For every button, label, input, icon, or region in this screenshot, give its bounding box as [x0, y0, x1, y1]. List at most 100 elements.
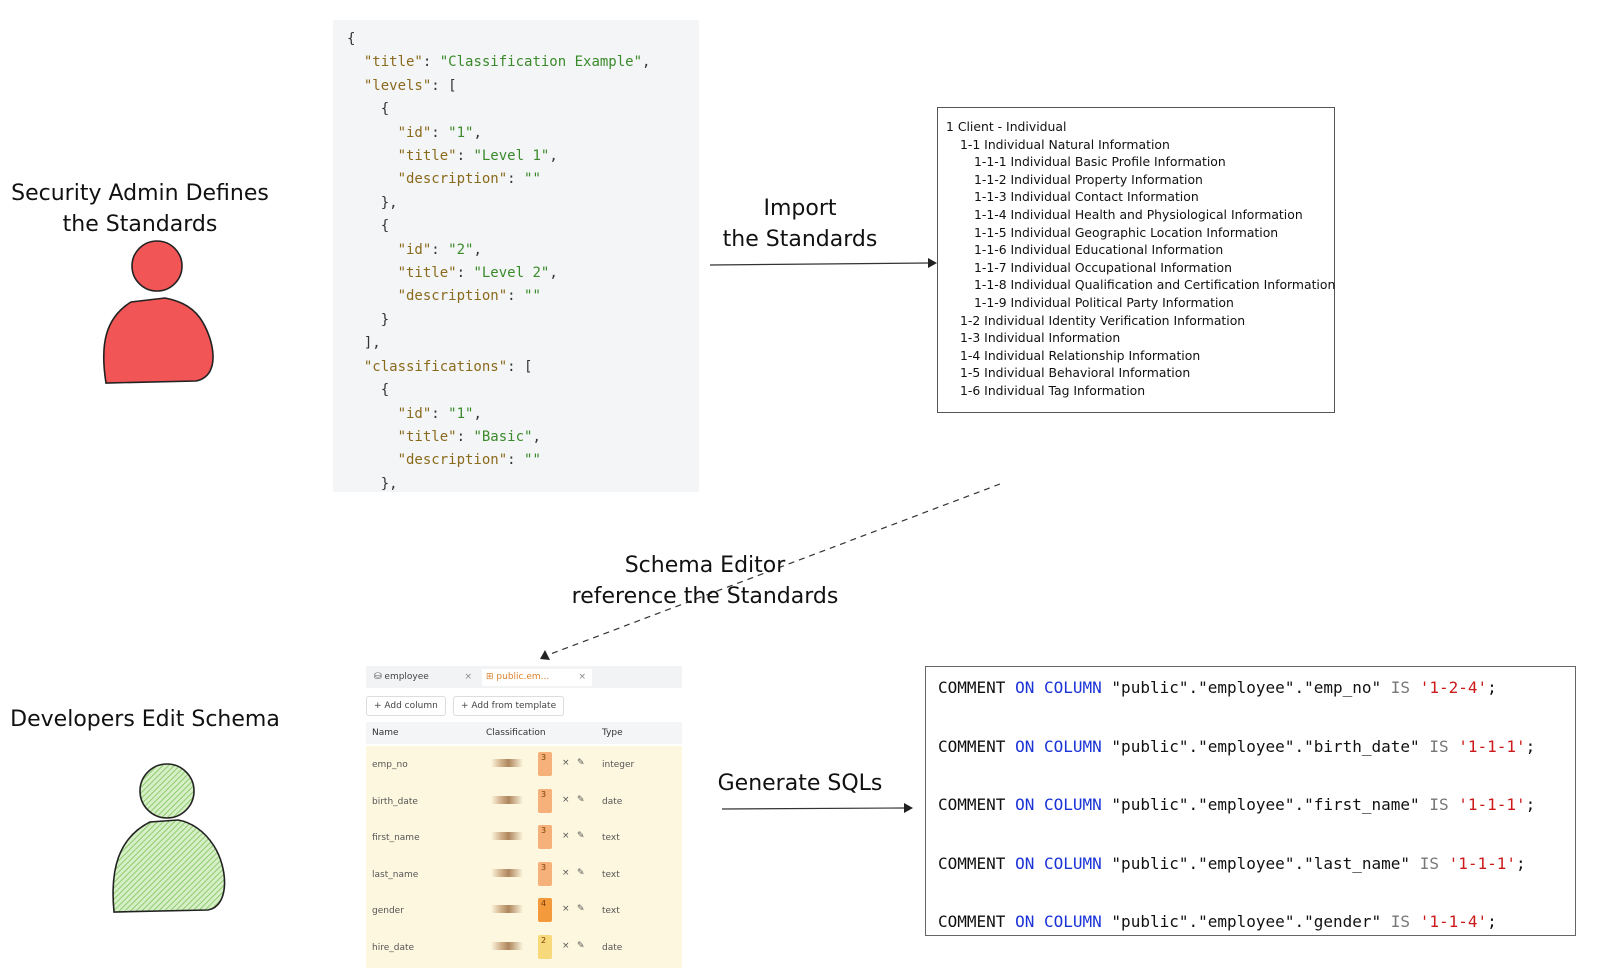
add-from-template-button[interactable]: + Add from template — [453, 696, 565, 716]
column-name: last_name — [372, 869, 419, 880]
admin-person-icon — [103, 240, 214, 384]
sql-output: COMMENT ON COLUMN "public"."employee"."e… — [925, 666, 1576, 936]
clear-icon[interactable]: × — [562, 831, 570, 842]
table-header: Name Classification Type — [366, 722, 682, 744]
level-badge: 2 — [538, 935, 552, 959]
clear-icon[interactable]: × — [562, 904, 570, 915]
sql-identifier: "public"."employee"."first_name" — [1111, 795, 1420, 814]
tree-item: 1-5 Individual Behavioral Information — [960, 365, 1191, 381]
tree-item: 1-1-4 Individual Health and Physiologica… — [974, 206, 1303, 222]
schema-label-line-1: Schema Editor — [624, 553, 786, 578]
column-type: date — [602, 943, 623, 953]
code-description-key: "description" — [397, 171, 508, 188]
column-type: date — [602, 796, 623, 807]
classification-value[interactable] — [491, 832, 523, 841]
schema-editor-label: Schema Editor reference the Standards — [560, 550, 850, 612]
tab-employee[interactable]: ⛁ employee × — [370, 669, 478, 686]
sql-statement: COMMENT ON COLUMN "public"."employee"."e… — [938, 673, 1575, 732]
code-levels-key: "levels" — [363, 77, 432, 94]
generate-label: Generate SQLs — [717, 771, 883, 796]
close-icon[interactable]: × — [464, 672, 472, 682]
code-id-key: "id" — [397, 124, 432, 141]
pencil-icon[interactable]: ✎ — [577, 867, 585, 878]
table-row[interactable]: birth_date 3 × ✎ date — [366, 783, 682, 820]
clear-icon[interactable]: × — [562, 794, 570, 805]
classification-value[interactable] — [491, 795, 523, 804]
pencil-icon[interactable]: ✎ — [577, 758, 585, 768]
code-id-key: "id" — [397, 405, 432, 422]
import-arrow — [709, 258, 937, 268]
close-icon[interactable]: × — [578, 672, 586, 682]
column-type: integer — [602, 760, 635, 770]
column-name: birth_date — [372, 796, 418, 807]
classification-value[interactable] — [491, 759, 523, 767]
sql-on-column-keyword: ON COLUMN — [1015, 795, 1102, 814]
pencil-icon[interactable]: ✎ — [577, 904, 585, 915]
sql-terminator: ; — [1487, 678, 1497, 697]
tree-item: 1-1-7 Individual Occupational Informatio… — [974, 259, 1232, 275]
table-row[interactable]: emp_no 3 × ✎ integer — [366, 746, 682, 783]
pencil-icon[interactable]: ✎ — [577, 941, 585, 951]
code-level2-id: "2" — [448, 241, 474, 258]
import-label-line-1: Import — [763, 196, 837, 221]
sql-is-keyword: IS — [1429, 795, 1449, 814]
sql-statement: COMMENT ON COLUMN "public"."employee"."b… — [938, 732, 1575, 791]
schema-reference-arrow — [540, 483, 1001, 660]
clear-icon[interactable]: × — [562, 941, 570, 951]
clear-icon[interactable]: × — [562, 867, 570, 878]
column-header-classification: Classification — [486, 728, 546, 738]
sql-is-keyword: IS — [1429, 736, 1449, 756]
code-title-value: "Classification Example" — [439, 54, 643, 71]
tree-item: 1-1-3 Individual Contact Information — [974, 189, 1199, 205]
tab-public-employee[interactable]: ⊞ public.em... × — [482, 669, 592, 686]
sql-comment-keyword: COMMENT — [938, 736, 1006, 756]
sql-identifier: "public"."employee"."emp_no" — [1111, 678, 1382, 697]
add-column-button[interactable]: + Add column — [366, 696, 446, 716]
sql-is-keyword: IS — [1390, 678, 1411, 697]
level-badge: 3 — [538, 825, 552, 850]
code-class1-id: "1" — [448, 405, 474, 422]
classification-value[interactable] — [491, 942, 523, 950]
import-label-line-2: the Standards — [722, 227, 878, 252]
code-class1-title: "Basic" — [473, 428, 533, 445]
tree-item: 1-4 Individual Relationship Information — [960, 347, 1201, 363]
level-badge: 3 — [538, 861, 552, 886]
code-empty-str: "" — [524, 171, 541, 188]
tree-item: 1-6 Individual Tag Information — [960, 382, 1146, 398]
pencil-icon[interactable]: ✎ — [577, 831, 585, 842]
sql-identifier: "public"."employee"."last_name" — [1111, 853, 1411, 873]
level-badge: 3 — [538, 752, 552, 776]
import-label: Import the Standards — [700, 193, 900, 255]
code-level1-id: "1" — [448, 124, 474, 141]
classification-value[interactable] — [491, 905, 523, 914]
pencil-icon[interactable]: ✎ — [577, 794, 585, 805]
clear-icon[interactable]: × — [562, 758, 570, 768]
classification-value[interactable] — [491, 868, 523, 877]
sql-value: '1-1-1' — [1448, 853, 1517, 873]
tree-item: 1-2 Individual Identity Verification Inf… — [960, 312, 1246, 328]
column-header-name: Name — [372, 728, 399, 738]
sql-comment-keyword: COMMENT — [938, 853, 1006, 873]
sql-terminator: ; — [1516, 853, 1526, 873]
sql-on-column-keyword: ON COLUMN — [1015, 912, 1102, 931]
developer-person-icon — [112, 763, 226, 913]
sql-statement: COMMENT ON COLUMN "public"."employee"."f… — [938, 790, 1575, 849]
column-name: emp_no — [372, 760, 408, 770]
code-empty-str: "" — [524, 452, 541, 469]
schema-label-line-2: reference the Standards — [571, 584, 839, 609]
sql-value: '1-2-4' — [1419, 678, 1488, 697]
code-level2-title: "Level 2" — [473, 265, 550, 282]
sql-comment-keyword: COMMENT — [938, 912, 1006, 931]
level-badge: 3 — [538, 788, 552, 813]
sql-terminator: ; — [1487, 912, 1497, 931]
tab-employee-label: employee — [384, 672, 429, 682]
code-level1-title: "Level 1" — [473, 148, 550, 165]
sql-terminator: ; — [1525, 736, 1536, 756]
code-title-k: "title" — [397, 148, 457, 165]
